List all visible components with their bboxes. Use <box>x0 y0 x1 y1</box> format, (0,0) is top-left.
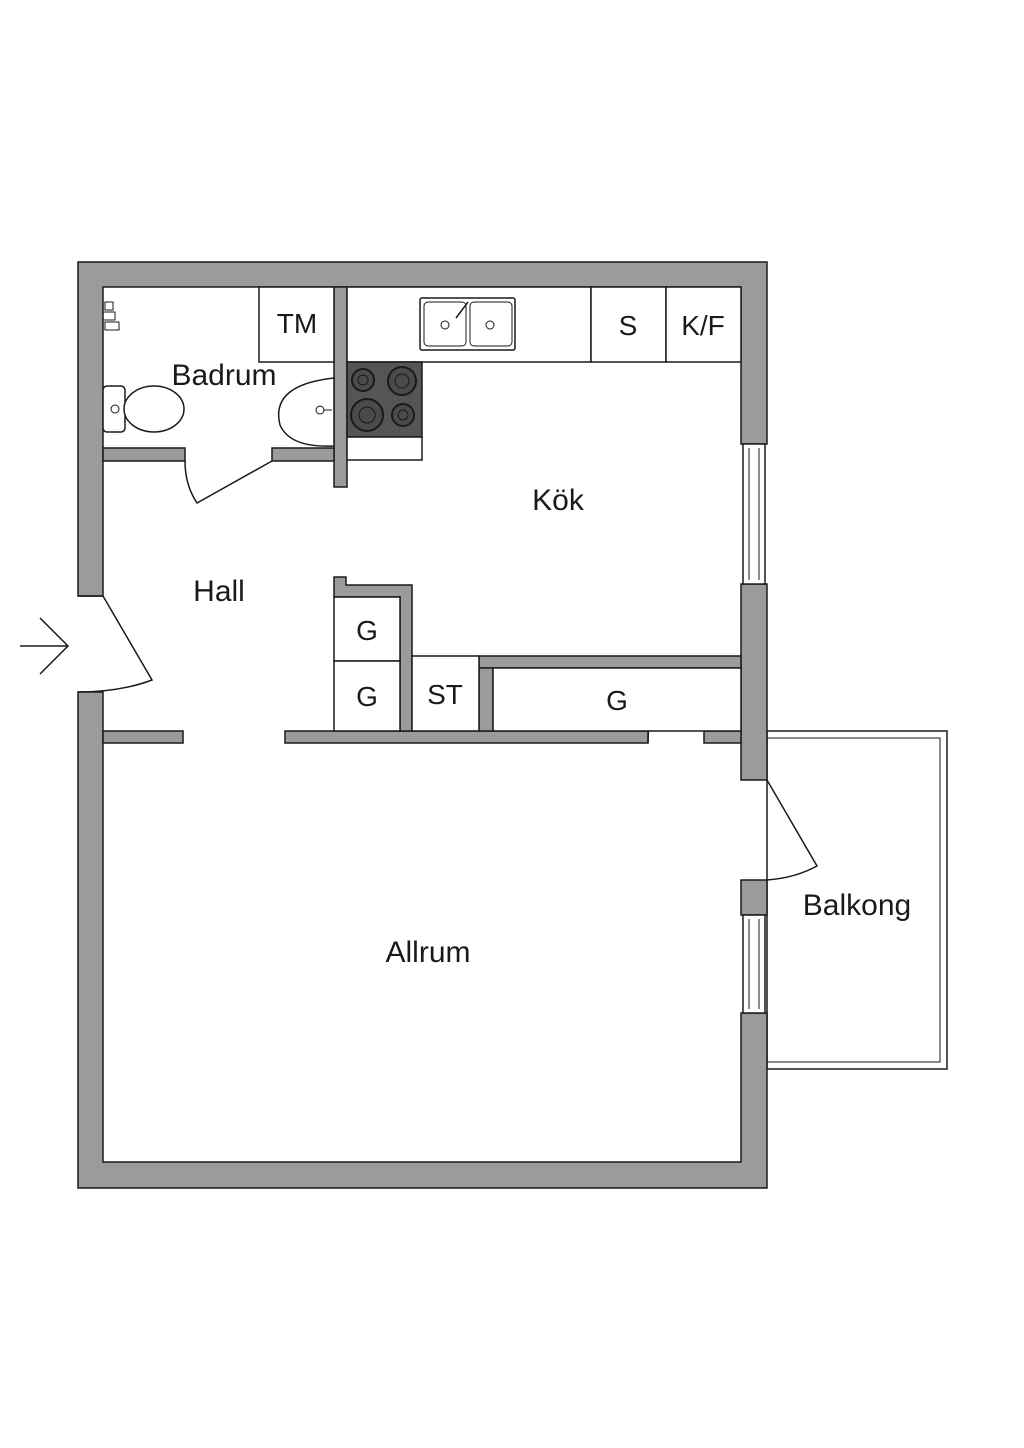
tm-label: TM <box>277 308 317 339</box>
dishwasher-box: S <box>590 286 667 363</box>
g3-label: G <box>606 685 628 716</box>
g1-label: G <box>356 615 378 646</box>
towel-dryer-box: TM <box>258 286 335 363</box>
wardrobe-bottom: G <box>333 660 401 732</box>
interior-walls <box>102 286 742 744</box>
entrance-arrow-icon <box>20 617 70 675</box>
living-window <box>742 914 766 1014</box>
s-label: S <box>619 310 638 341</box>
kitchen-window <box>742 443 766 585</box>
badrum-label: Badrum <box>171 359 276 392</box>
faucet-icon <box>102 301 120 331</box>
balkong-label: Balkong <box>803 889 911 922</box>
st-label: ST <box>427 679 463 710</box>
closet-box: G <box>492 667 742 732</box>
allrum-label: Allrum <box>385 936 470 969</box>
counter-extension <box>346 436 423 461</box>
fridge-freezer-box: K/F <box>665 286 742 363</box>
entrance-door[interactable] <box>77 595 154 693</box>
kitchen-sink-icon <box>419 297 516 351</box>
hall-label: Hall <box>193 575 245 608</box>
balcony-door[interactable] <box>766 779 819 881</box>
g2-label: G <box>356 681 378 712</box>
toilet-icon <box>102 385 185 433</box>
storage-box: ST <box>411 655 480 732</box>
sink-icon <box>277 377 335 447</box>
kok-label: Kök <box>532 484 585 517</box>
wardrobe-top: G <box>333 596 401 662</box>
kf-label: K/F <box>681 310 725 341</box>
bathroom-door[interactable] <box>184 460 273 504</box>
stove-icon <box>346 361 423 438</box>
